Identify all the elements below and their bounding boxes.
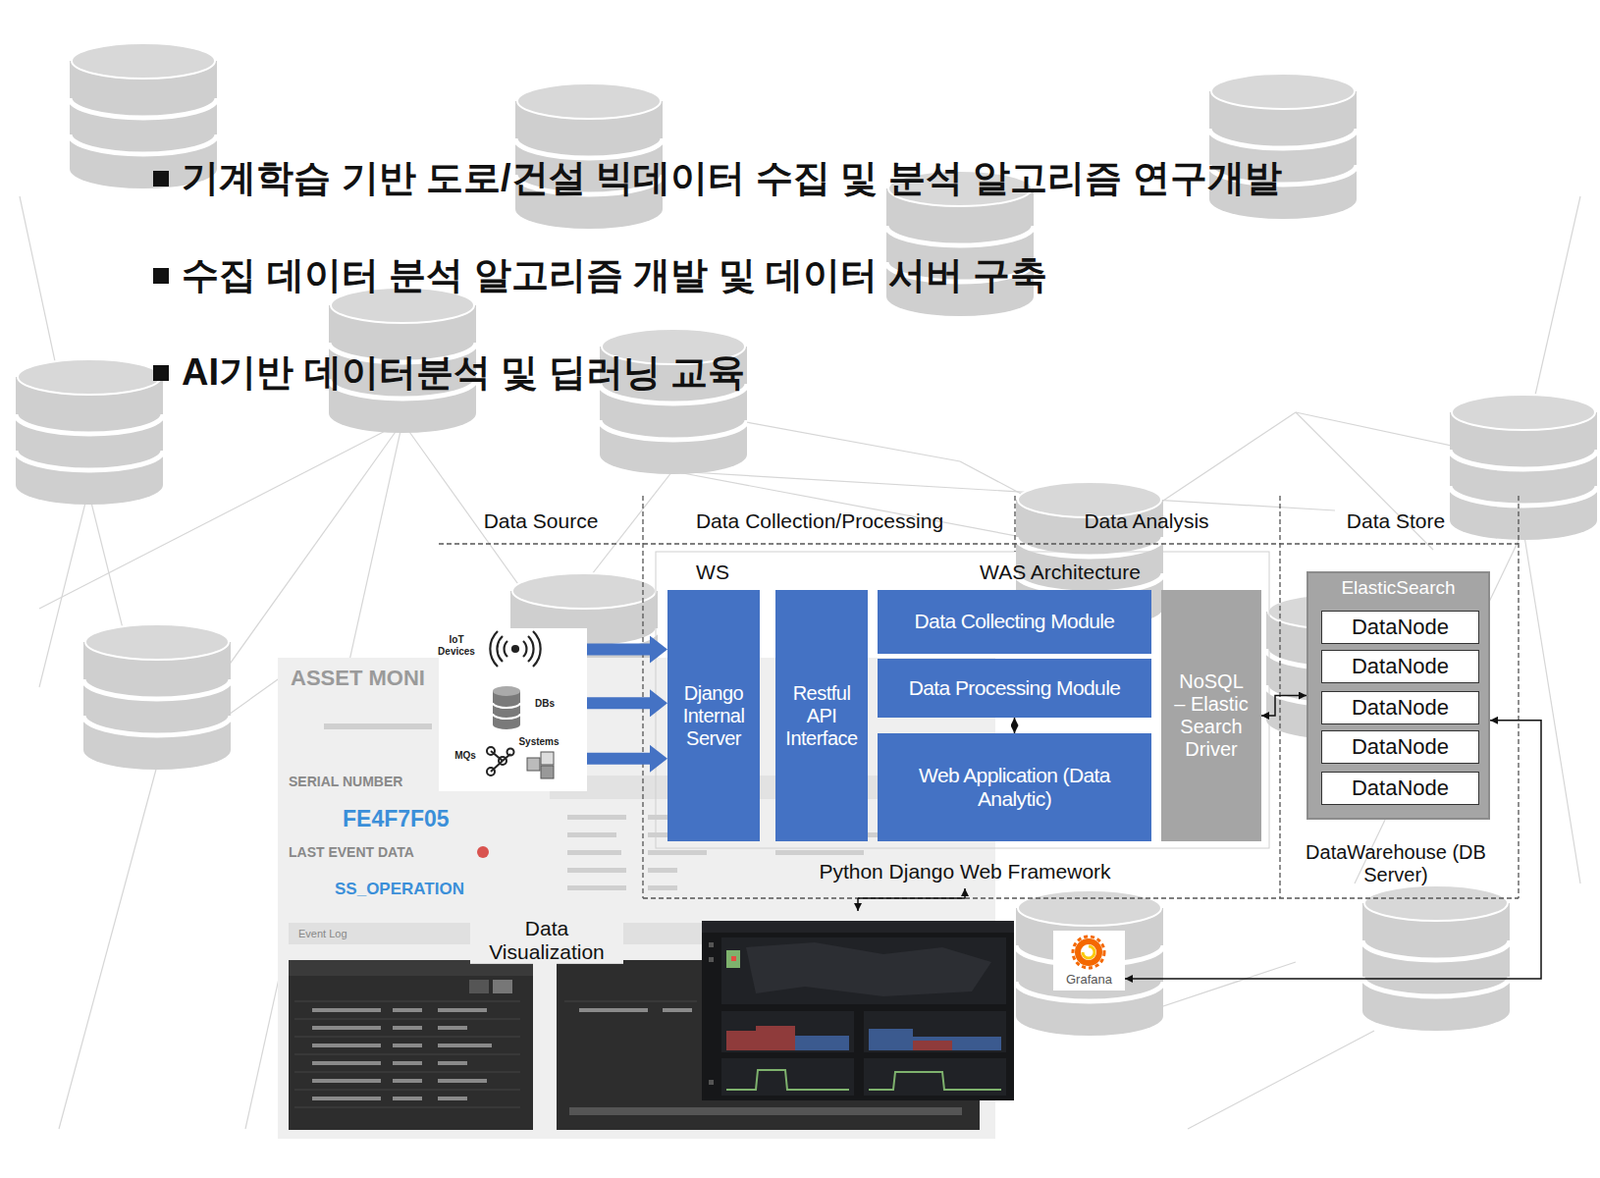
- section-label: WAS Architecture: [979, 560, 1141, 585]
- node-text: ElasticSearch: [1308, 577, 1489, 599]
- connector: [586, 643, 650, 656]
- node-text: DBs: [534, 697, 555, 710]
- connector: [586, 752, 650, 765]
- section-label: Data Visualization: [470, 916, 624, 964]
- column-header: Data Source: [483, 509, 599, 534]
- data-node: DataNode: [1321, 610, 1480, 644]
- bullets: [153, 170, 169, 381]
- column-header: Data Analysis: [1083, 509, 1209, 534]
- node-text: DataNode: [1351, 694, 1449, 720]
- node-text: NoSQL – Elastic Search Driver: [1172, 670, 1251, 761]
- module-box: Data Processing Module: [877, 658, 1152, 718]
- data-source-panel: IoT DevicesDBsMQsSystems: [438, 628, 587, 792]
- screen-text: Event Log: [298, 927, 348, 941]
- node-text: Restful API Interface: [779, 682, 864, 750]
- data-node: DataNode: [1321, 691, 1480, 725]
- connector: [1013, 717, 1016, 734]
- screen-text: FE4F7F05: [342, 805, 450, 832]
- node-text: IoT Devices: [434, 634, 479, 657]
- data-node: DataNode: [1321, 771, 1480, 805]
- heading: AI기반 데이터분석 및 딥러닝 교육: [181, 351, 746, 395]
- screen-text: ASSET MONI: [290, 665, 426, 691]
- framework-link-arrows: [857, 888, 965, 911]
- node-text: DataNode: [1351, 734, 1449, 759]
- node-text: Data Processing Module: [908, 676, 1121, 700]
- data-node: DataNode: [1321, 730, 1480, 764]
- node-text: Data Collecting Module: [914, 609, 1116, 634]
- screen-text: SERIAL NUMBER: [288, 773, 403, 790]
- driver-box: NoSQL – Elastic Search Driver: [1161, 589, 1262, 842]
- section-label: WS: [695, 560, 730, 585]
- framework-label: Python Django Web Framework: [818, 859, 1111, 884]
- data-node: DataNode: [1321, 649, 1480, 684]
- node-text: Systems: [518, 736, 559, 748]
- module-box: Web Application (Data Analytic): [877, 733, 1152, 842]
- region-lines: [438, 495, 1519, 899]
- process-box: Django Internal Server: [667, 589, 760, 842]
- heading: 수집 데이터 분석 알고리즘 개발 및 데이터 서버 구축: [181, 254, 1048, 298]
- screen-text: LAST EVENT DATA: [288, 844, 415, 860]
- node-text: DataNode: [1351, 775, 1449, 800]
- node-text: DataNode: [1351, 653, 1449, 679]
- node-text: Django Internal Server: [671, 682, 756, 750]
- screen-text: SS_OPERATION: [334, 879, 465, 900]
- connector: [586, 696, 650, 709]
- node-text: Web Application (Data Analytic): [916, 763, 1114, 811]
- node-text: Grafana: [1066, 972, 1113, 988]
- column-header: Data Collection/Processing: [695, 509, 944, 534]
- tool-box: Grafana: [1053, 930, 1125, 991]
- cluster-box: ElasticSearchDataNodeDataNodeDataNodeDat…: [1306, 571, 1491, 820]
- column-header: Data Store: [1346, 509, 1445, 534]
- store-caption: DataWarehouse (DB Server): [1297, 841, 1494, 887]
- module-box: Data Collecting Module: [877, 589, 1152, 654]
- grafana-box: [1053, 930, 1125, 991]
- network-lines: [19, 196, 1581, 1129]
- node-text: MQs: [454, 749, 477, 762]
- node-text: DataNode: [1351, 614, 1449, 640]
- heading: 기계학습 기반 도로/건설 빅데이터 수집 및 분석 알고리즘 연구개발: [181, 157, 1282, 201]
- connector: [1261, 695, 1307, 717]
- process-box: Restful API Interface: [775, 589, 868, 842]
